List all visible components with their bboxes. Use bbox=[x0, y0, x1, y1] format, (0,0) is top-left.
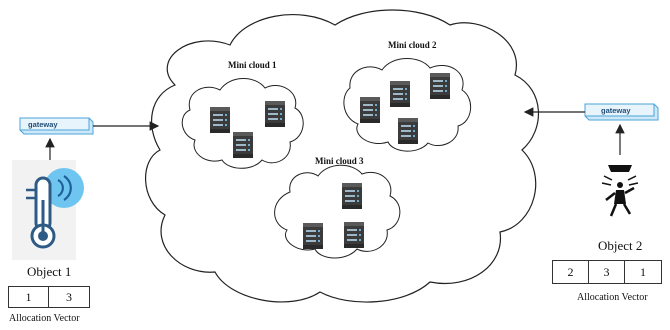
allocation-vector-1: 1 3 bbox=[8, 286, 90, 308]
mini-cloud-3-title: Mini cloud 3 bbox=[315, 156, 364, 166]
server-icon bbox=[303, 223, 323, 249]
allocation-vector-2-label: Allocation Vector bbox=[577, 292, 648, 303]
allocation-cell: 3 bbox=[66, 289, 72, 304]
gateway-label: gateway bbox=[28, 120, 58, 129]
server-icon bbox=[398, 118, 418, 144]
server-icon bbox=[344, 222, 364, 248]
mini-cloud-1-shape bbox=[181, 78, 304, 169]
gateway-left bbox=[19, 117, 94, 135]
server-icon bbox=[265, 101, 285, 127]
allocation-cell: 3 bbox=[589, 261, 625, 283]
server-icon bbox=[430, 73, 450, 99]
mini-cloud-3-shape bbox=[274, 164, 401, 259]
allocation-vector-2: 2 3 1 bbox=[552, 260, 662, 284]
object-1-title: Object 1 bbox=[27, 264, 72, 279]
motion-sensor-icon bbox=[601, 165, 639, 217]
server-icon bbox=[342, 183, 362, 209]
allocation-vector-1-label: Allocation Vector bbox=[9, 313, 80, 324]
server-icon bbox=[233, 132, 253, 158]
server-icon bbox=[360, 97, 380, 123]
mini-cloud-2-title: Mini cloud 2 bbox=[388, 40, 437, 50]
server-icon bbox=[210, 107, 230, 133]
server-icon bbox=[390, 81, 410, 107]
allocation-cell: 1 bbox=[9, 287, 49, 307]
mini-cloud-1-title: Mini cloud 1 bbox=[228, 60, 277, 70]
allocation-cell: 1 bbox=[640, 264, 646, 279]
gateway-label: gateway bbox=[601, 106, 631, 115]
gateway-right bbox=[584, 103, 659, 121]
allocation-cell: 2 bbox=[553, 261, 589, 283]
object-2-title: Object 2 bbox=[598, 238, 643, 253]
thermometer-sensor-icon bbox=[12, 160, 84, 260]
